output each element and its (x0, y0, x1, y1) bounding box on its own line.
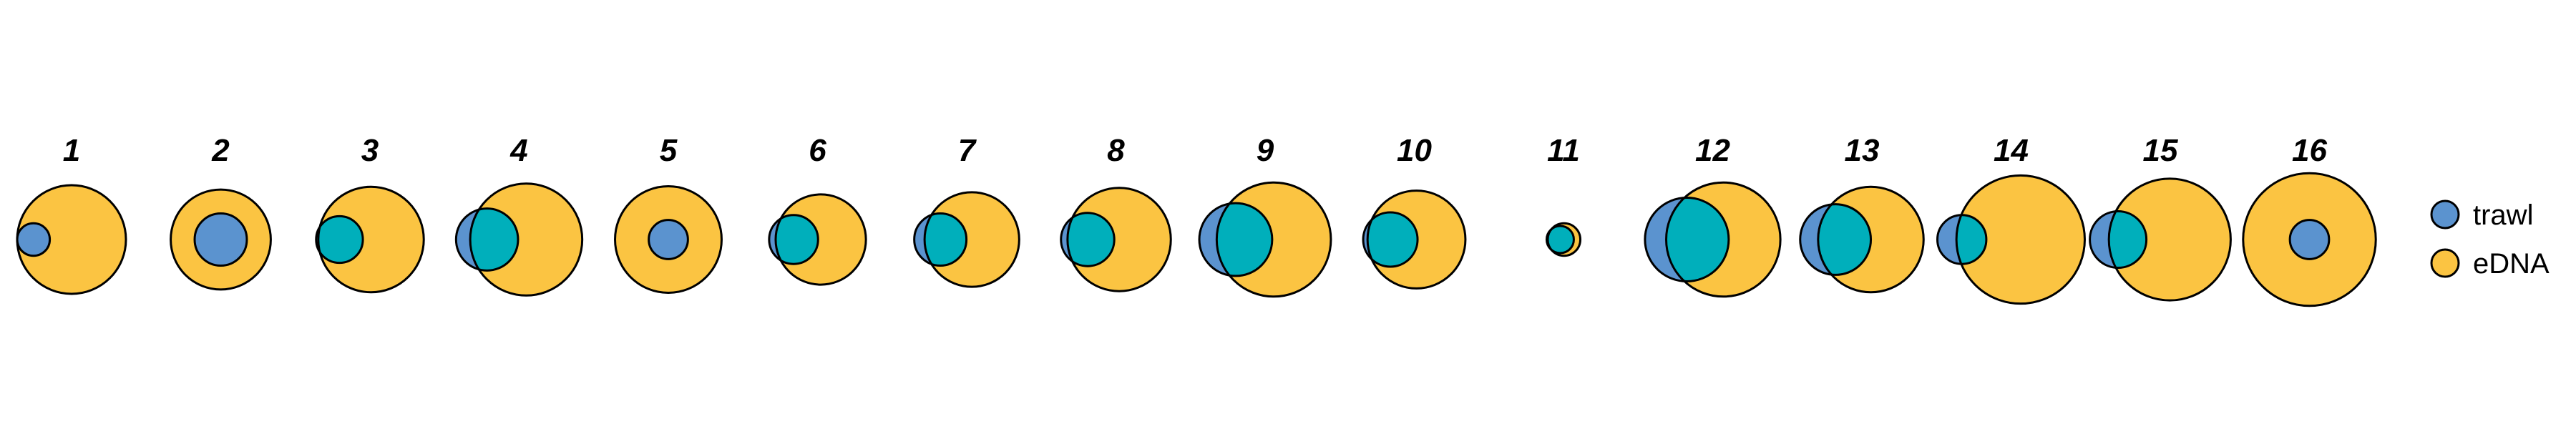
trawl-outline (1644, 196, 1730, 283)
edna-outline (1546, 222, 1582, 257)
edna-circle (1956, 175, 2085, 304)
trawl-outline (1060, 212, 1116, 267)
panel-title: 16 (2292, 133, 2327, 168)
edna-outline (1955, 174, 2086, 305)
venn-panel-3: 3 (315, 133, 425, 294)
venn-panel-7: 7 (913, 133, 1020, 288)
trawl-outline (454, 207, 519, 272)
trawl-circle (648, 219, 689, 260)
edna-circle (318, 187, 424, 292)
overlap-region (1547, 226, 1574, 253)
venn-panel-11: 11 (1545, 133, 1582, 257)
venn-panel-9: 9 (1198, 133, 1332, 298)
overlap-region (1666, 197, 1729, 282)
panel-title: 5 (660, 133, 678, 168)
edna-outline (1066, 187, 1172, 292)
overlap-region (1818, 204, 1871, 275)
legend-item-trawl: trawl (2430, 199, 2533, 231)
trawl-circle (16, 222, 52, 257)
panel-title: 9 (1257, 133, 1274, 168)
trawl-outline (1545, 225, 1575, 255)
venn-panel-6: 6 (768, 133, 867, 286)
venn-panel-2: 2 (170, 133, 272, 291)
overlap-region (775, 214, 819, 265)
legend-item-edna: eDNA (2430, 248, 2550, 280)
panel-title: 6 (809, 133, 826, 168)
panel-title: 11 (1547, 133, 1580, 168)
trawl-circle (193, 212, 248, 267)
overlap-region (2109, 211, 2147, 268)
edna-outline (469, 182, 584, 297)
edna-circle (2109, 178, 2231, 301)
venn-panel-1: 1 (16, 133, 127, 295)
venn-panel-15: 15 (2089, 133, 2232, 302)
panel-title: 1 (63, 133, 80, 168)
edna-outline (317, 185, 425, 294)
panel-title: 13 (1845, 133, 1880, 168)
trawl-outline (2089, 209, 2148, 270)
trawl-outline (913, 212, 968, 267)
venn-panel-12: 12 (1644, 133, 1782, 298)
panel-title: 10 (1397, 133, 1432, 168)
panel-title: 8 (1107, 133, 1125, 168)
trawl-outline (1198, 202, 1274, 277)
overlap-region (1367, 212, 1418, 267)
trawl-outline (1936, 214, 1988, 265)
overlap-region (1956, 214, 1986, 265)
venn-panel-8: 8 (1060, 133, 1172, 292)
panel-title: 2 (211, 133, 230, 168)
trawl-outline (315, 214, 364, 265)
legend-label-trawl: trawl (2473, 199, 2533, 231)
trawl-outline (1799, 203, 1873, 276)
legend-label-edna: eDNA (2473, 248, 2550, 280)
panel-title: 7 (958, 133, 977, 168)
trawl-circle (2288, 219, 2331, 260)
edna-outline (1665, 181, 1782, 298)
venn-panel-16: 16 (2242, 133, 2377, 307)
panel-title: 14 (1994, 133, 2029, 168)
overlap-region (318, 216, 364, 263)
trawl-outline (1362, 211, 1419, 268)
panel-title: 3 (361, 133, 379, 168)
edna-outline (2107, 177, 2232, 302)
legend-swatch-edna (2430, 248, 2460, 278)
venn-panel-10: 10 (1362, 133, 1467, 290)
overlap-region (1067, 212, 1115, 267)
legend: trawl eDNA (2430, 199, 2550, 280)
venn-panel-4: 4 (454, 133, 584, 297)
venn-panel-5: 5 (614, 133, 723, 294)
edna-outline (1215, 181, 1332, 298)
edna-outline (923, 191, 1020, 288)
edna-outline (1366, 189, 1467, 290)
panel-title: 12 (1695, 133, 1730, 168)
legend-swatch-trawl (2430, 199, 2460, 230)
edna-outline (1817, 185, 1925, 294)
panel-title: 15 (2143, 133, 2178, 168)
venn-panel-14: 14 (1936, 133, 2086, 305)
venn-panel-13: 13 (1799, 133, 1925, 294)
panel-title: 4 (509, 133, 527, 168)
trawl-outline (768, 214, 819, 265)
edna-outline (774, 193, 867, 286)
